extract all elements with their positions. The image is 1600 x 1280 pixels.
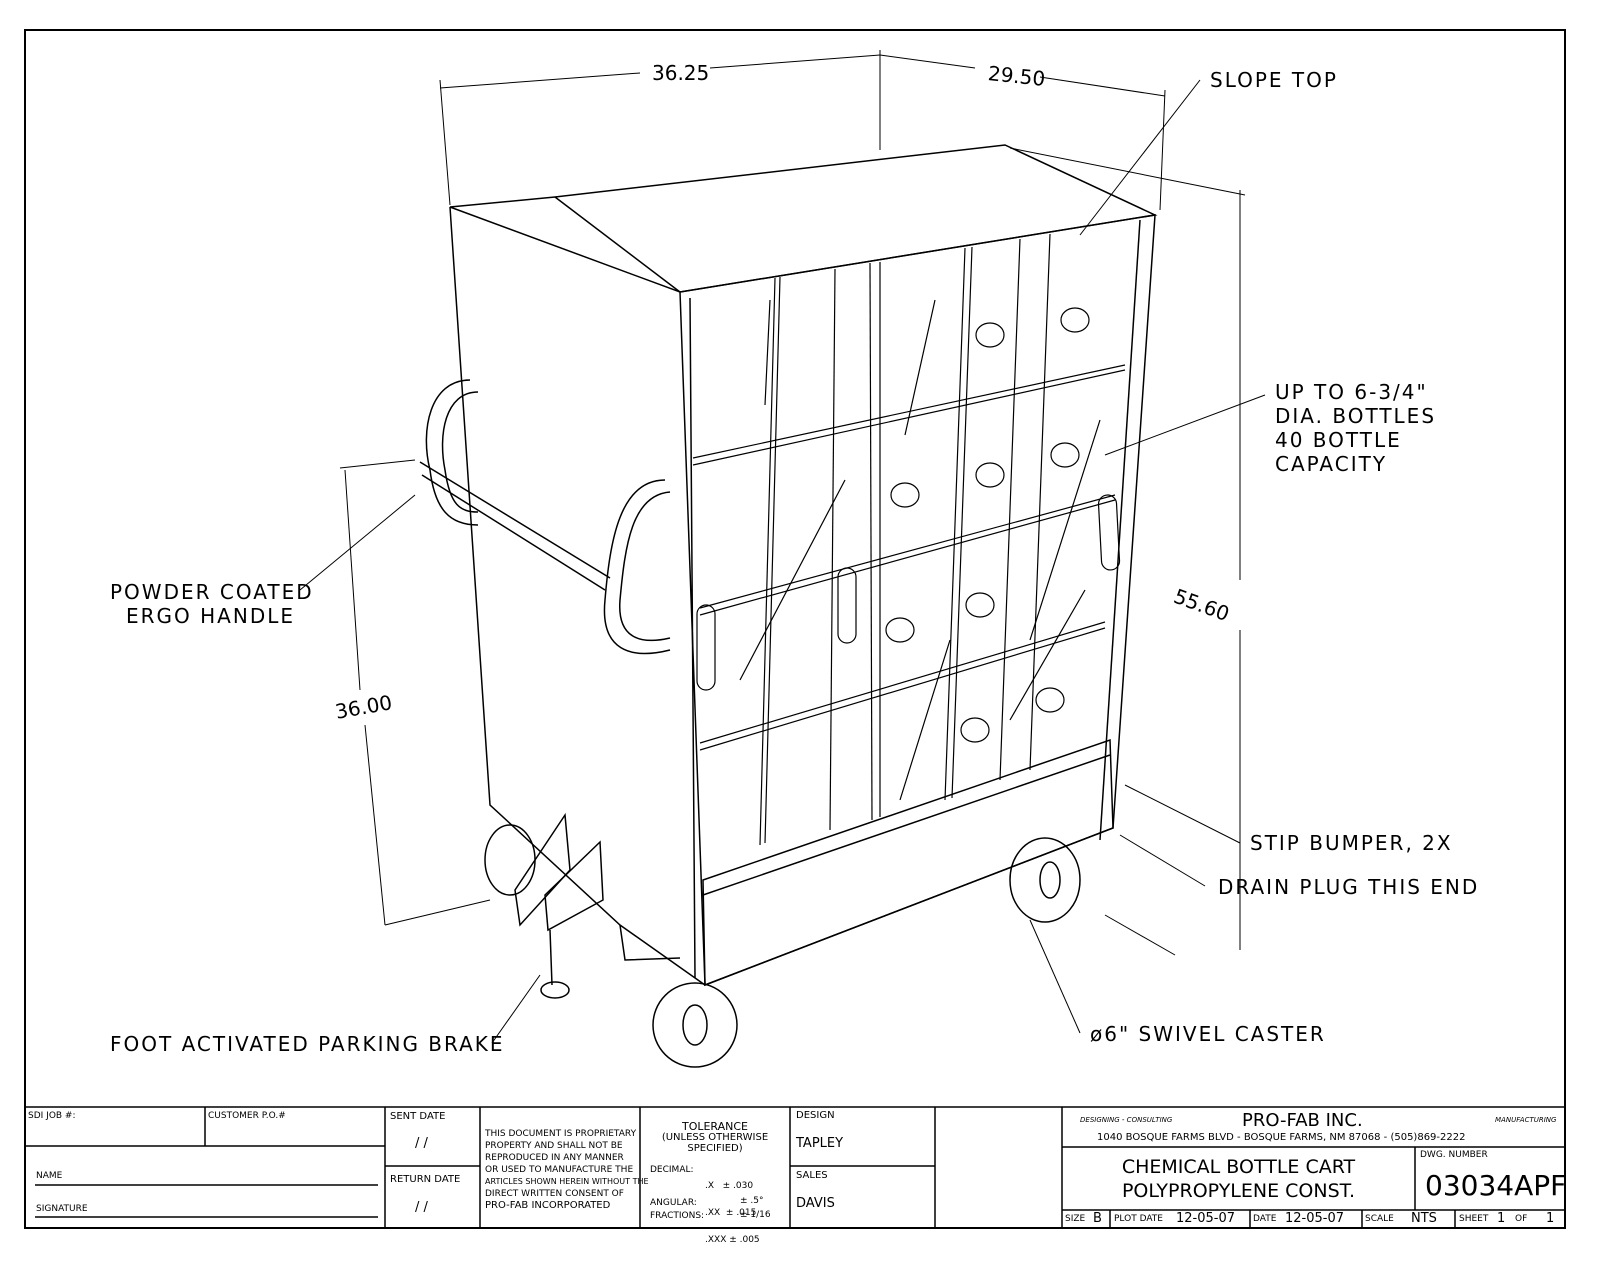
date-value: 12-05-07 (1285, 1211, 1345, 1226)
callout-drain: DRAIN PLUG THIS END (1218, 875, 1480, 899)
decimal-row: .X ± .030 (705, 1181, 754, 1191)
tolerance-header: TOLERANCE (UNLESS OTHERWISE SPECIFIED) (640, 1121, 790, 1154)
callout-slope-top: SLOPE TOP (1210, 68, 1338, 92)
notice-line: REPRODUCED IN ANY MANNER (485, 1153, 624, 1163)
notice-line: PROPERTY AND SHALL NOT BE (485, 1141, 623, 1151)
tolerance-title: TOLERANCE (681, 1120, 749, 1133)
callout-bottles: UP TO 6-3/4" DIA. BOTTLES 40 BOTTLE CAPA… (1275, 380, 1436, 476)
sent-date-label: SENT DATE (390, 1111, 446, 1122)
decimal-values: .X ± .030 .XX ± .015 .XXX ± .005 (705, 1164, 760, 1254)
callout-bottles-line: DIA. BOTTLES (1275, 404, 1437, 428)
notice-line: OR USED TO MANUFACTURE THE (485, 1165, 634, 1175)
plot-date-label: PLOT DATE (1114, 1214, 1163, 1224)
sheet-value: 1 (1497, 1211, 1506, 1226)
drawing-title: CHEMICAL BOTTLE CART POLYPROPYLENE CONST… (1062, 1155, 1415, 1203)
angular-value: ± .5° (740, 1196, 764, 1206)
callout-handle-line: POWDER COATED (110, 580, 314, 604)
sent-date-value: / / (415, 1136, 428, 1151)
of-label: OF (1515, 1214, 1528, 1224)
design-label: DESIGN (796, 1110, 835, 1121)
tolerance-sub: (UNLESS OTHERWISE (661, 1132, 769, 1143)
decimal-row: .XXX ± .005 (705, 1235, 760, 1245)
sheet-label: SHEET (1459, 1214, 1489, 1224)
callout-caster: ø6" SWIVEL CASTER (1090, 1022, 1326, 1046)
size-value: B (1093, 1211, 1102, 1226)
fractions-value: ± 1/16 (740, 1210, 771, 1220)
company-address: 1040 BOSQUE FARMS BLVD - BOSQUE FARMS, N… (1097, 1132, 1466, 1143)
tolerance-sub: SPECIFIED) (687, 1143, 743, 1154)
scale-value: NTS (1411, 1211, 1437, 1226)
bottle-dividers (692, 233, 1126, 846)
signature-label: SIGNATURE (36, 1204, 88, 1214)
sdi-job-label: SDI JOB #: (28, 1111, 76, 1121)
casters (484, 812, 1081, 1068)
notice-line: THIS DOCUMENT IS PROPRIETARY (485, 1129, 637, 1139)
dwg-number: 03034APF (1425, 1169, 1567, 1202)
bottles (885, 307, 1090, 743)
angular-label: ANGULAR: (650, 1198, 697, 1208)
dwg-number-label: DWG. NUMBER (1420, 1150, 1488, 1160)
callout-bottles-line: CAPACITY (1275, 452, 1388, 476)
drawing-title-line: CHEMICAL BOTTLE CART (1121, 1156, 1356, 1178)
sales-value: DAVIS (796, 1196, 835, 1211)
company-name: PRO-FAB INC. (1242, 1110, 1363, 1131)
fractions-label: FRACTIONS: (650, 1211, 705, 1221)
return-date-label: RETURN DATE (390, 1174, 461, 1185)
sheet-total: 1 (1546, 1211, 1555, 1226)
dim-depth: 29.50 (986, 61, 1047, 91)
manufacturing: MANUFACTURING (1495, 1116, 1557, 1124)
size-label: SIZE (1065, 1214, 1086, 1224)
customer-po-label: CUSTOMER P.O.# (208, 1111, 286, 1121)
callout-handle-line: ERGO HANDLE (126, 604, 295, 628)
callout-bottles-line: 40 BOTTLE (1275, 428, 1402, 452)
return-date-value: / / (415, 1200, 428, 1215)
callout-bottles-line: UP TO 6-3/4" (1275, 380, 1428, 404)
designing-consulting: DESIGNING - CONSULTING (1080, 1116, 1173, 1124)
proprietary-notice: THIS DOCUMENT IS PROPRIETARY PROPERTY AN… (485, 1128, 649, 1212)
plot-date-value: 12-05-07 (1176, 1211, 1236, 1226)
sales-label: SALES (796, 1170, 828, 1181)
notice-line: DIRECT WRITTEN CONSENT OF (485, 1189, 624, 1199)
decimal-row: .XX ± .015 (705, 1208, 757, 1218)
title-block-grid (25, 1106, 1565, 1228)
cart-body (449, 144, 1158, 987)
ergo-handle (419, 379, 671, 655)
scale-label: SCALE (1365, 1214, 1394, 1224)
sheet-border (24, 29, 1566, 1229)
notice-line: ARTICLES SHOWN HEREIN WITHOUT THE (485, 1177, 649, 1186)
leader-lines (299, 79, 1266, 1044)
decimal-label: DECIMAL: (650, 1165, 694, 1175)
dim-width: 36.25 (652, 61, 710, 85)
callout-bumper: STIP BUMPER, 2X (1250, 831, 1453, 855)
drawing-title-line: POLYPROPYLENE CONST. (1121, 1180, 1356, 1202)
dimension-lines (339, 50, 1246, 956)
callout-handle: POWDER COATED ERGO HANDLE (110, 580, 314, 628)
date-label: DATE (1253, 1214, 1277, 1224)
name-label: NAME (36, 1171, 63, 1181)
callout-brake: FOOT ACTIVATED PARKING BRAKE (110, 1032, 505, 1056)
design-value: TAPLEY (796, 1136, 844, 1151)
notice-line: PRO-FAB INCORPORATED (485, 1200, 611, 1211)
